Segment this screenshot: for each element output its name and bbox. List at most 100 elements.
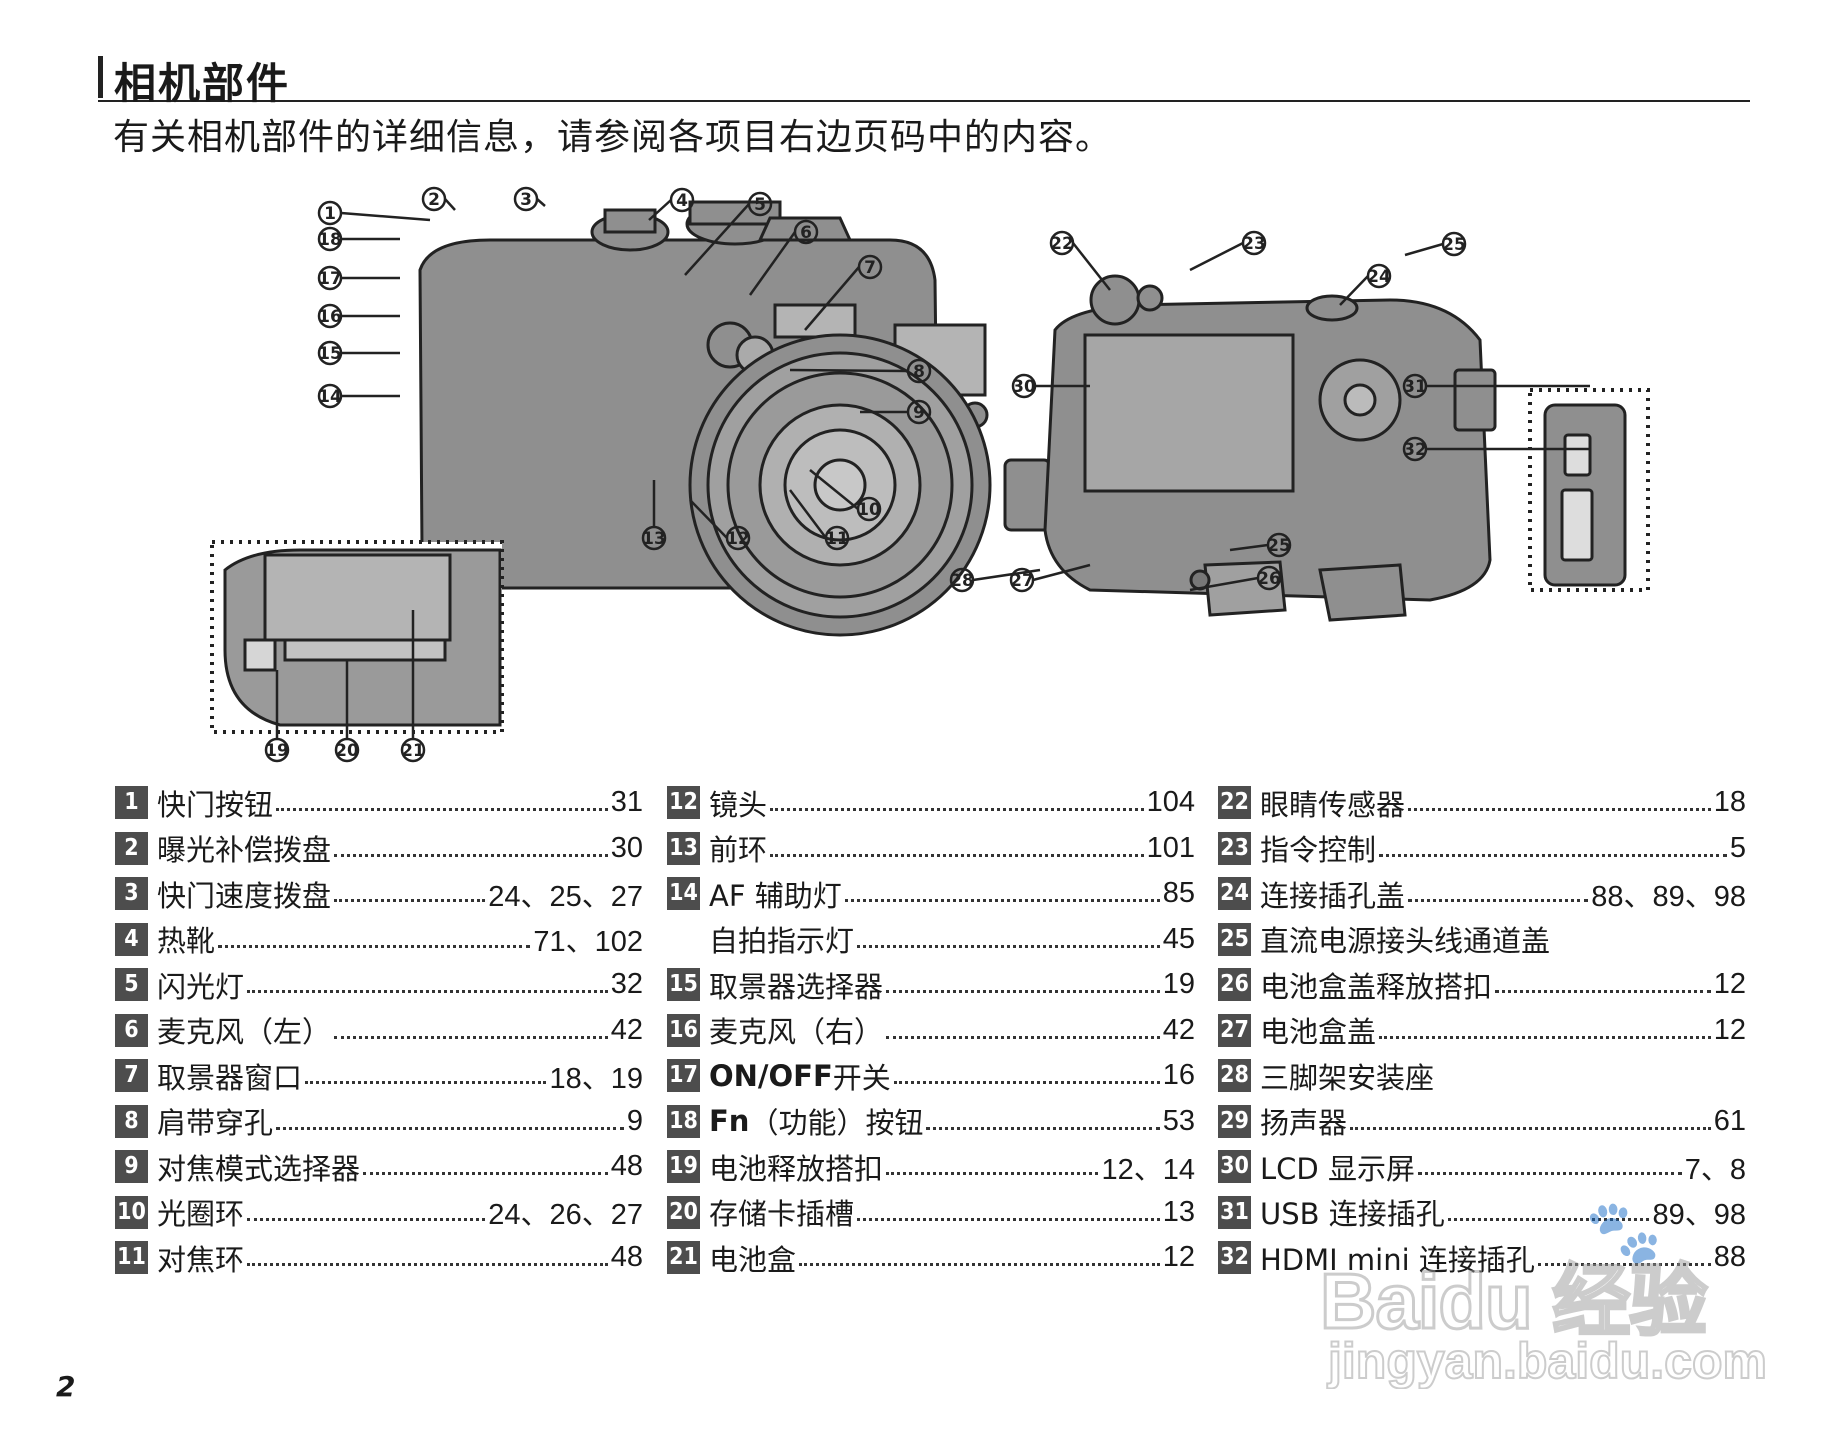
leader-dots	[305, 1081, 547, 1085]
item-number-badge: 32	[1218, 1241, 1251, 1275]
item-number-badge: 17	[667, 1059, 700, 1093]
item-number-badge: 24	[1218, 877, 1251, 911]
part-name: 对焦环	[157, 1242, 245, 1277]
page-reference: 53	[1162, 1104, 1195, 1137]
item-number-badge: 29	[1218, 1104, 1251, 1138]
title-marker	[98, 56, 103, 98]
leader-dots	[363, 1172, 608, 1176]
callout-label: 1	[324, 204, 336, 224]
callout-label: 13	[642, 529, 666, 549]
callout-label: 21	[401, 741, 425, 761]
callout-label: 8	[913, 362, 925, 382]
page-reference: 18	[1713, 786, 1746, 819]
part-name: 闪光灯	[157, 969, 245, 1004]
page-reference: 5	[1729, 831, 1746, 864]
section-title-bar: 相机部件	[98, 50, 1750, 108]
item-number-badge: 2	[115, 831, 148, 865]
page-reference: 12、14	[1101, 1153, 1195, 1186]
item-number-badge: 10	[115, 1195, 148, 1229]
leader-dots	[1408, 808, 1711, 812]
leader-dots	[857, 1217, 1160, 1221]
page-reference: 19	[1162, 968, 1195, 1001]
page-number: 2	[56, 1370, 76, 1403]
page-reference: 12	[1713, 968, 1746, 1001]
part-name: 前环	[709, 833, 768, 868]
camera-parts-figure: 1 2 3 4 5 6 7 8 9 10 11 12 13 14 15 16 1…	[190, 170, 1750, 770]
page-reference: 24、25、27	[488, 880, 643, 913]
baidu-watermark: 🐾 Baidu 经验 jingyan.baidu.com	[1318, 1195, 1767, 1395]
part-name: 指令控制	[1260, 833, 1377, 868]
part-name: 三脚架安装座	[1260, 1060, 1435, 1095]
page-reference: 12	[1713, 1013, 1746, 1046]
leader-dots	[799, 1263, 1160, 1267]
part-name: 电池盒盖释放搭扣	[1260, 969, 1493, 1004]
leader-dots	[1417, 1172, 1682, 1176]
page-reference: 12	[1162, 1241, 1195, 1274]
part-name: 开关	[832, 1060, 891, 1095]
item-number-badge: 5	[115, 968, 148, 1002]
item-number-badge: 4	[115, 922, 148, 956]
part-name: 电池盒盖	[1260, 1015, 1377, 1050]
leader-dots	[247, 1263, 608, 1267]
part-name: 麦克风（右）	[709, 1015, 884, 1050]
item-number-badge: 31	[1218, 1195, 1251, 1229]
watermark-url: jingyan.baidu.com	[1327, 1332, 1768, 1390]
leader-dots	[1408, 899, 1589, 903]
item-number-badge: 11	[115, 1241, 148, 1275]
part-name: 曝光补偿拨盘	[157, 833, 332, 868]
page-reference: 88	[1713, 1241, 1746, 1274]
part-name: 麦克风（左）	[157, 1015, 332, 1050]
leader-dots	[1350, 1126, 1711, 1130]
callout-label: 24	[1367, 267, 1391, 287]
item-number-badge: 28	[1218, 1059, 1251, 1093]
item-number-badge: 18	[667, 1104, 700, 1138]
part-name: AF 辅助灯	[709, 878, 842, 913]
leader-dots	[218, 944, 531, 948]
callout-label: 11	[825, 529, 849, 549]
part-name: 快门速度拨盘	[157, 878, 332, 913]
page-reference: 48	[610, 1150, 643, 1183]
item-number-badge: 9	[115, 1150, 148, 1184]
camera-illustration: 1 2 3 4 5 6 7 8 9 10 11 12 13 14 15 16 1…	[210, 186, 1650, 763]
page-reference: 89、98	[1652, 1199, 1746, 1232]
callout-label: 7	[864, 258, 876, 278]
leader-dots	[926, 1126, 1160, 1130]
callout-label: 4	[676, 191, 688, 211]
part-name: 取景器选择器	[709, 969, 884, 1004]
part-name: 扬声器	[1260, 1106, 1348, 1141]
callout-label: 22	[1050, 234, 1074, 254]
page-reference: 7、8	[1684, 1153, 1746, 1186]
item-number-badge: 14	[667, 877, 700, 911]
leader-dots	[886, 990, 1160, 994]
callout-label: 31	[1403, 377, 1427, 397]
callout-label: 32	[1403, 440, 1427, 460]
part-name: 电池释放搭扣	[709, 1151, 884, 1186]
part-name: 连接插孔盖	[1260, 878, 1406, 913]
page-reference: 101	[1146, 831, 1195, 864]
leader-dots	[1447, 1217, 1650, 1221]
callout-label: 30	[1012, 377, 1036, 397]
item-number-badge: 1	[115, 786, 148, 820]
part-name: 眼睛传感器	[1260, 787, 1406, 822]
callout-label: 6	[800, 223, 812, 243]
leader-dots	[334, 1035, 608, 1039]
